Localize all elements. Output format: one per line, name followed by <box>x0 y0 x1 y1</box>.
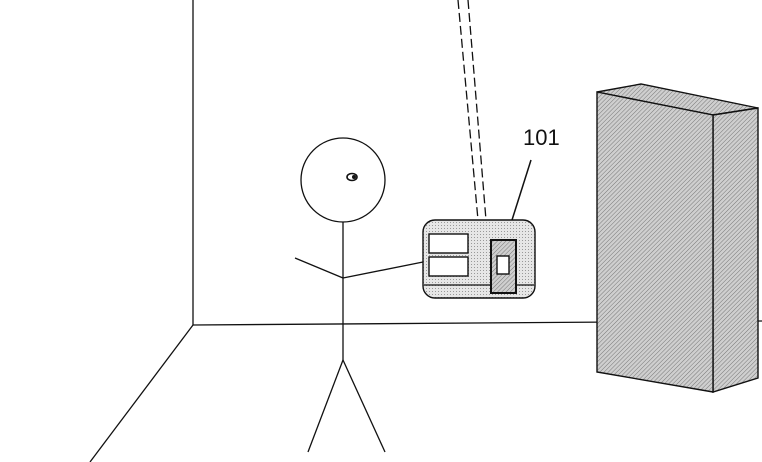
cabinet-object <box>596 83 759 393</box>
head <box>300 137 386 223</box>
right-leg <box>342 359 386 453</box>
beam-dashed-line <box>457 0 479 221</box>
reference-leader-line <box>511 159 532 221</box>
reference-label-101: 101 <box>523 125 560 150</box>
floor-side-line <box>89 324 194 462</box>
beam-dashed-line <box>467 0 487 221</box>
device-display-upper <box>428 233 469 254</box>
left-arm <box>294 257 344 279</box>
handheld-device <box>422 219 536 299</box>
right-arm <box>342 261 424 279</box>
stick-figure-person <box>294 137 424 453</box>
device-display-lower <box>428 256 469 277</box>
left-leg <box>307 359 344 453</box>
